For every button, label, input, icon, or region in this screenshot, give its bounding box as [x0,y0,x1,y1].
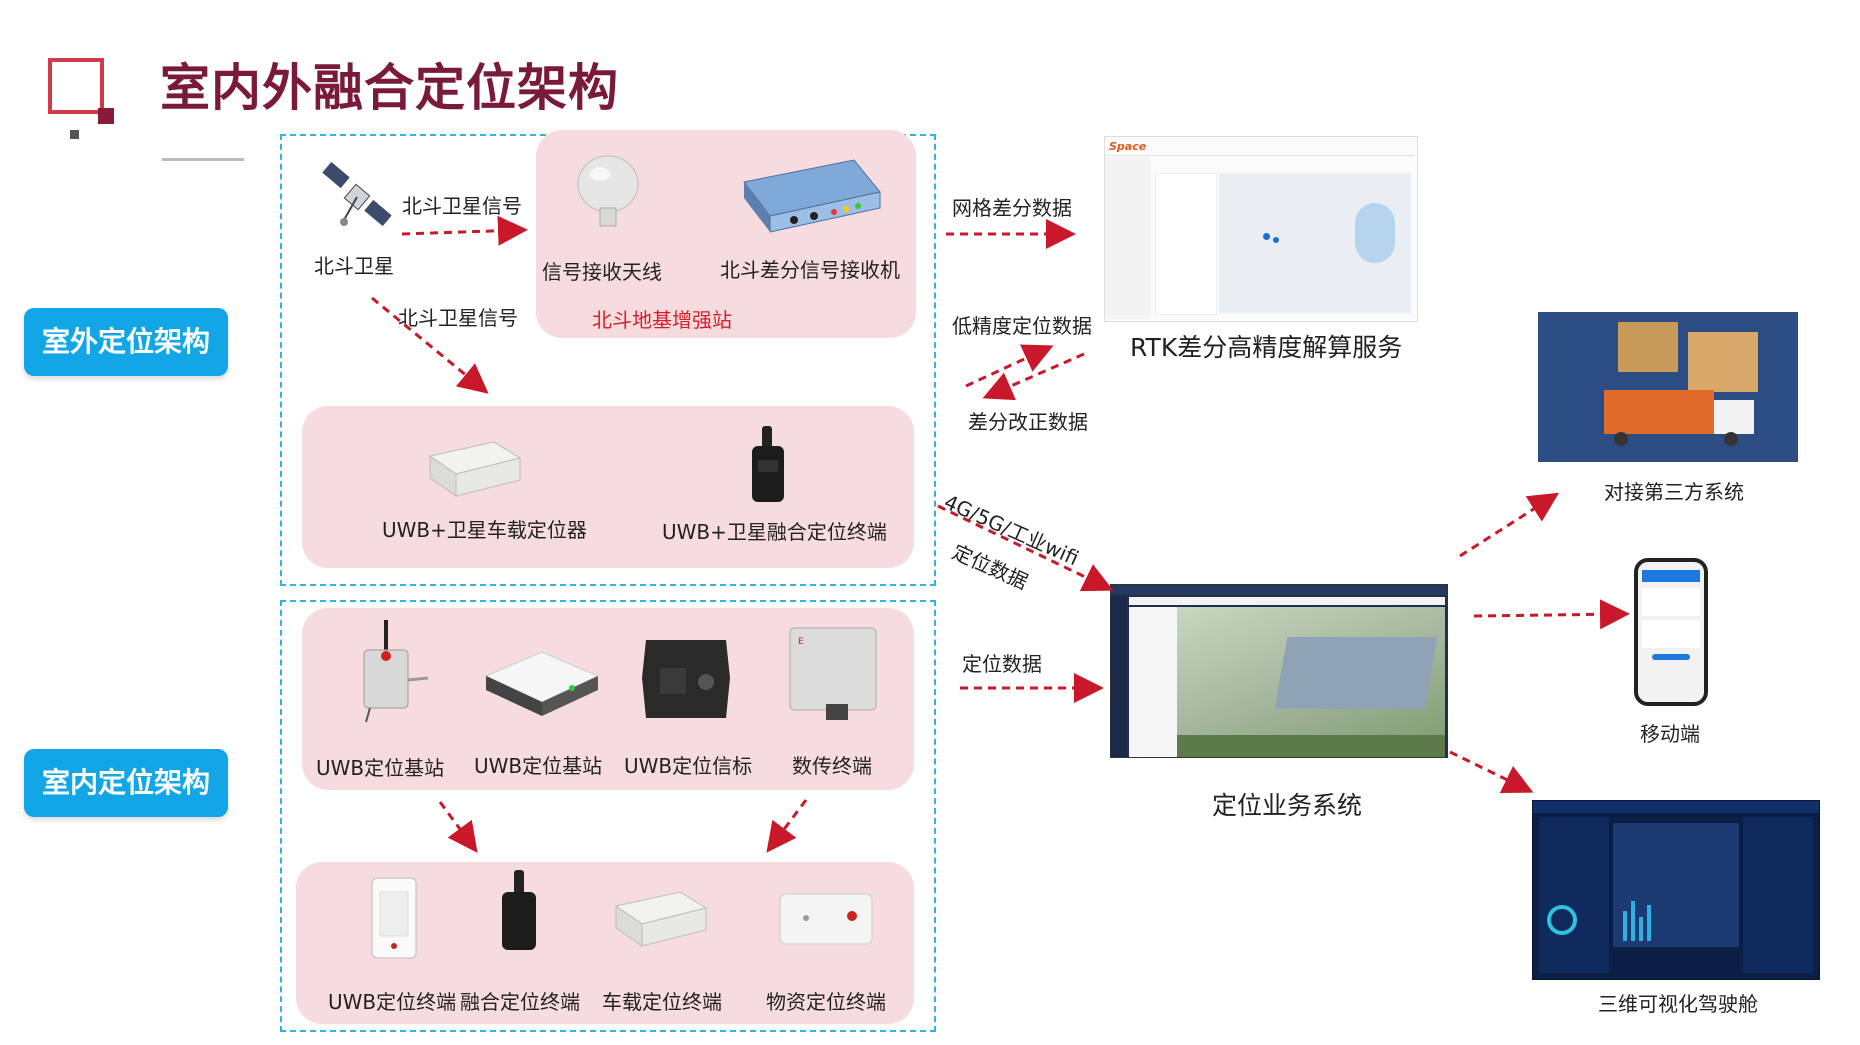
outdoor-terminals-panel [302,406,914,568]
vehicle-locator-icon [424,436,524,506]
outdoor-architecture-tag: 室外定位架构 [24,308,228,376]
receiver-label: 北斗差分信号接收机 [720,258,900,282]
business-system-screenshot [1110,584,1448,758]
uwb-beacon-icon [636,634,736,728]
cockpit-screenshot [1532,800,1820,980]
arrow-business-to-mobile [1473,599,1630,630]
antenna-label: 信号接收天线 [542,260,662,284]
indoor-infra-label-3: UWB定位信标 [624,754,753,778]
base-station-label: 北斗地基增强站 [592,308,732,332]
outdoor-terminal-label-1: UWB+卫星车载定位器 [382,518,587,542]
business-system-label: 定位业务系统 [1212,791,1363,820]
title-underline [162,158,244,161]
arrow-network-to-business [937,504,1114,592]
indoor-terminal-label-1: UWB定位终端 [328,990,457,1014]
low-precision-label: 低精度定位数据 [952,314,1092,338]
diff-correction-label: 差分改正数据 [968,410,1088,434]
uwb-terminal-icon [370,876,418,964]
logo-dot-icon [98,108,114,124]
arrow-infra-to-terminals-right [766,799,808,853]
receiver-device-icon [734,152,884,238]
logo-square-icon [48,58,104,114]
grid-diff-label: 网格差分数据 [952,196,1072,220]
fusion-terminal-icon [748,426,788,510]
satellite-icon [322,161,392,236]
satellite-signal-label-1: 北斗卫星信号 [402,194,522,218]
arrow-diff-correction [982,352,1085,401]
mobile-phone-image [1634,558,1708,706]
data-terminal-icon: E [788,626,878,726]
uwb-base-station-icon-1 [350,620,430,728]
fusion-locator-icon [498,870,540,956]
outdoor-terminal-label-2: UWB+卫星融合定位终端 [662,520,887,544]
indoor-architecture-tag: 室内定位架构 [24,749,228,817]
cockpit-label: 三维可视化驾驶舱 [1598,992,1758,1016]
indoor-terminal-label-3: 车载定位终端 [602,990,722,1014]
asset-terminal-icon [774,888,878,954]
rtk-brand: Space [1109,140,1147,153]
satellite-label: 北斗卫星 [314,254,394,278]
arrow-satellite-to-antenna [401,215,528,246]
rtk-screenshot: Space [1104,136,1418,322]
svg-text:E: E [798,637,804,647]
third-party-image [1538,312,1798,462]
rtk-service-label: RTK差分高精度解算服务 [1130,333,1403,362]
arrow-business-to-cockpit [1449,750,1534,793]
indoor-infra-label-2: UWB定位基站 [474,754,603,778]
indoor-terminal-label-2: 融合定位终端 [460,990,580,1014]
indoor-infra-label-1: UWB定位基站 [316,756,445,780]
vehicle-terminal-icon [610,884,710,958]
logo-small-dot-icon [70,130,79,139]
third-party-label: 对接第三方系统 [1604,480,1744,504]
indoor-data-label: 定位数据 [962,652,1042,676]
arrow-infra-to-terminals-left [438,801,478,853]
arrow-satellite-to-terminals [371,296,489,394]
satellite-signal-label-2: 北斗卫星信号 [398,306,518,330]
indoor-terminal-label-4: 物资定位终端 [766,990,886,1014]
indoor-infra-label-4: 数传终端 [792,754,872,778]
uwb-base-station-icon-2 [480,636,604,724]
arrow-business-to-third-party [1459,492,1560,558]
arrow-low-precision [965,344,1054,388]
page-title: 室内外融合定位架构 [160,59,619,117]
mobile-label: 移动端 [1640,722,1700,746]
indoor-dashed-container [280,600,936,1032]
antenna-icon [574,154,642,232]
